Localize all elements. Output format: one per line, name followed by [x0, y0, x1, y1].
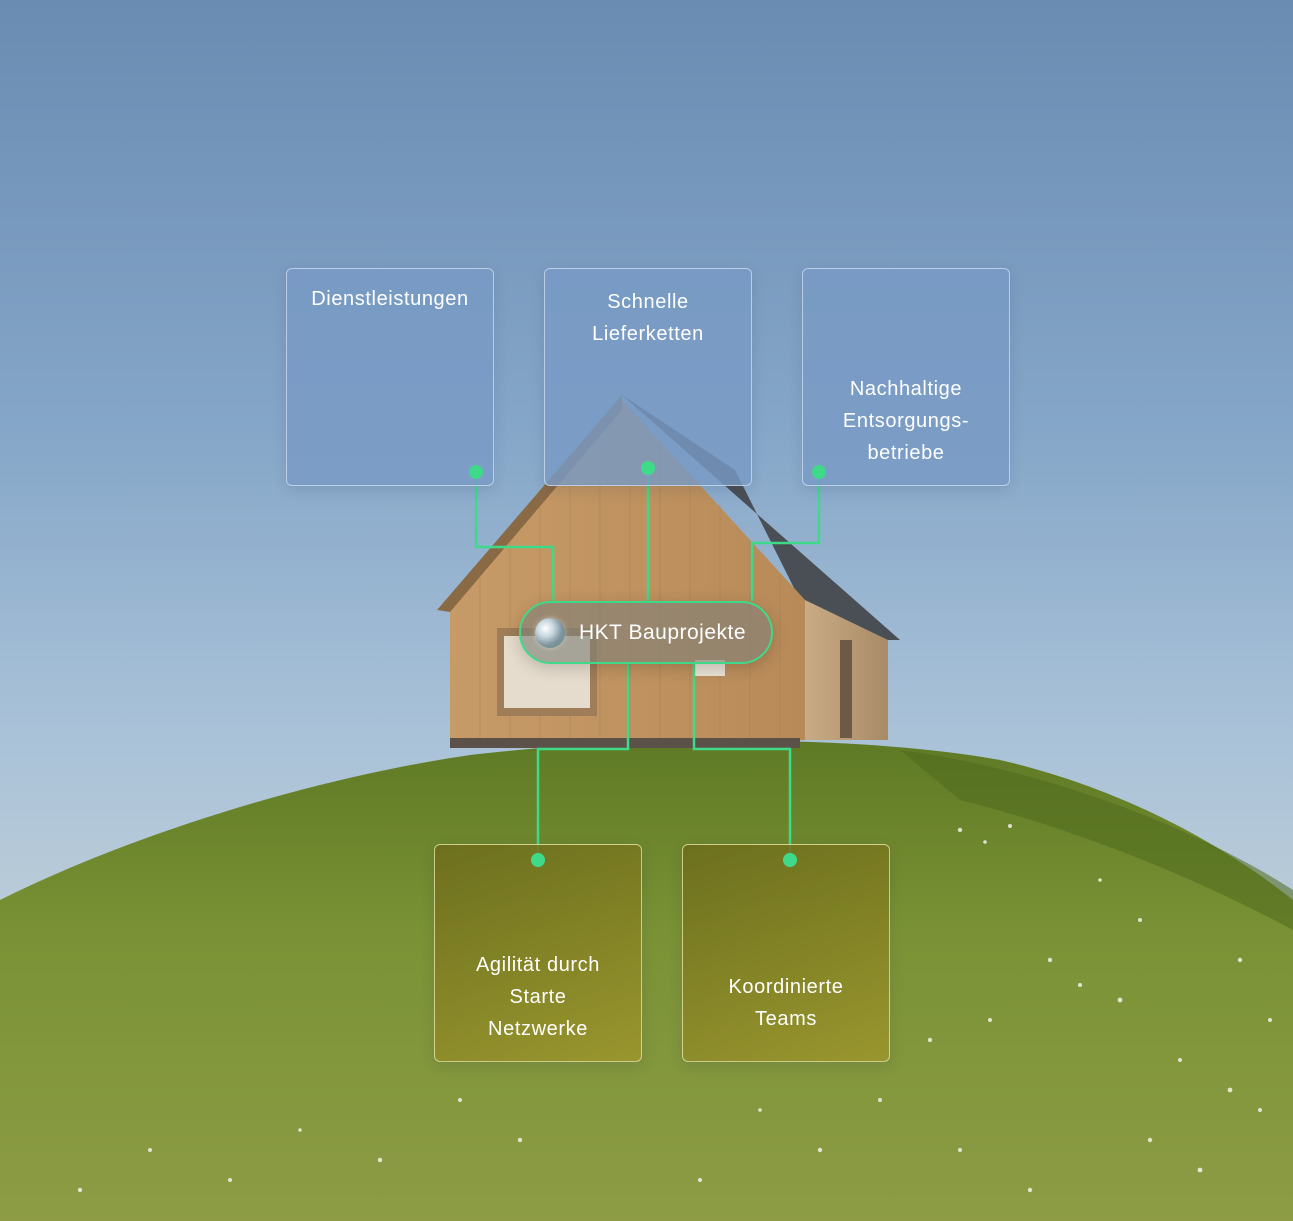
card-dienstleistungen: Dienstleistungen — [286, 268, 494, 486]
card-koordinierte-teams: Koordinierte Teams — [682, 844, 890, 1062]
hub-node[interactable]: HKT Bauprojekte — [519, 601, 773, 664]
card-teams-label: Koordinierte Teams — [728, 971, 843, 1035]
card-agilitaet: Agilität durch Starte Netzwerke — [434, 844, 642, 1062]
sphere-orb-icon — [535, 618, 565, 648]
card-entsorgung-label: Nachhaltige Entsorgungs- betriebe — [843, 373, 969, 469]
card-dienstleistungen-label: Dienstleistungen — [311, 283, 468, 315]
house-door — [840, 640, 852, 738]
card-lieferketten-label: Schnelle Lieferketten — [592, 286, 704, 350]
card-agilitaet-label: Agilität durch Starte Netzwerke — [476, 949, 600, 1045]
card-nachhaltige-entsorgung: Nachhaltige Entsorgungs- betriebe — [802, 268, 1010, 486]
card-schnelle-lieferketten: Schnelle Lieferketten — [544, 268, 752, 486]
house-foundation — [450, 738, 800, 748]
hub-label: HKT Bauprojekte — [579, 621, 746, 645]
